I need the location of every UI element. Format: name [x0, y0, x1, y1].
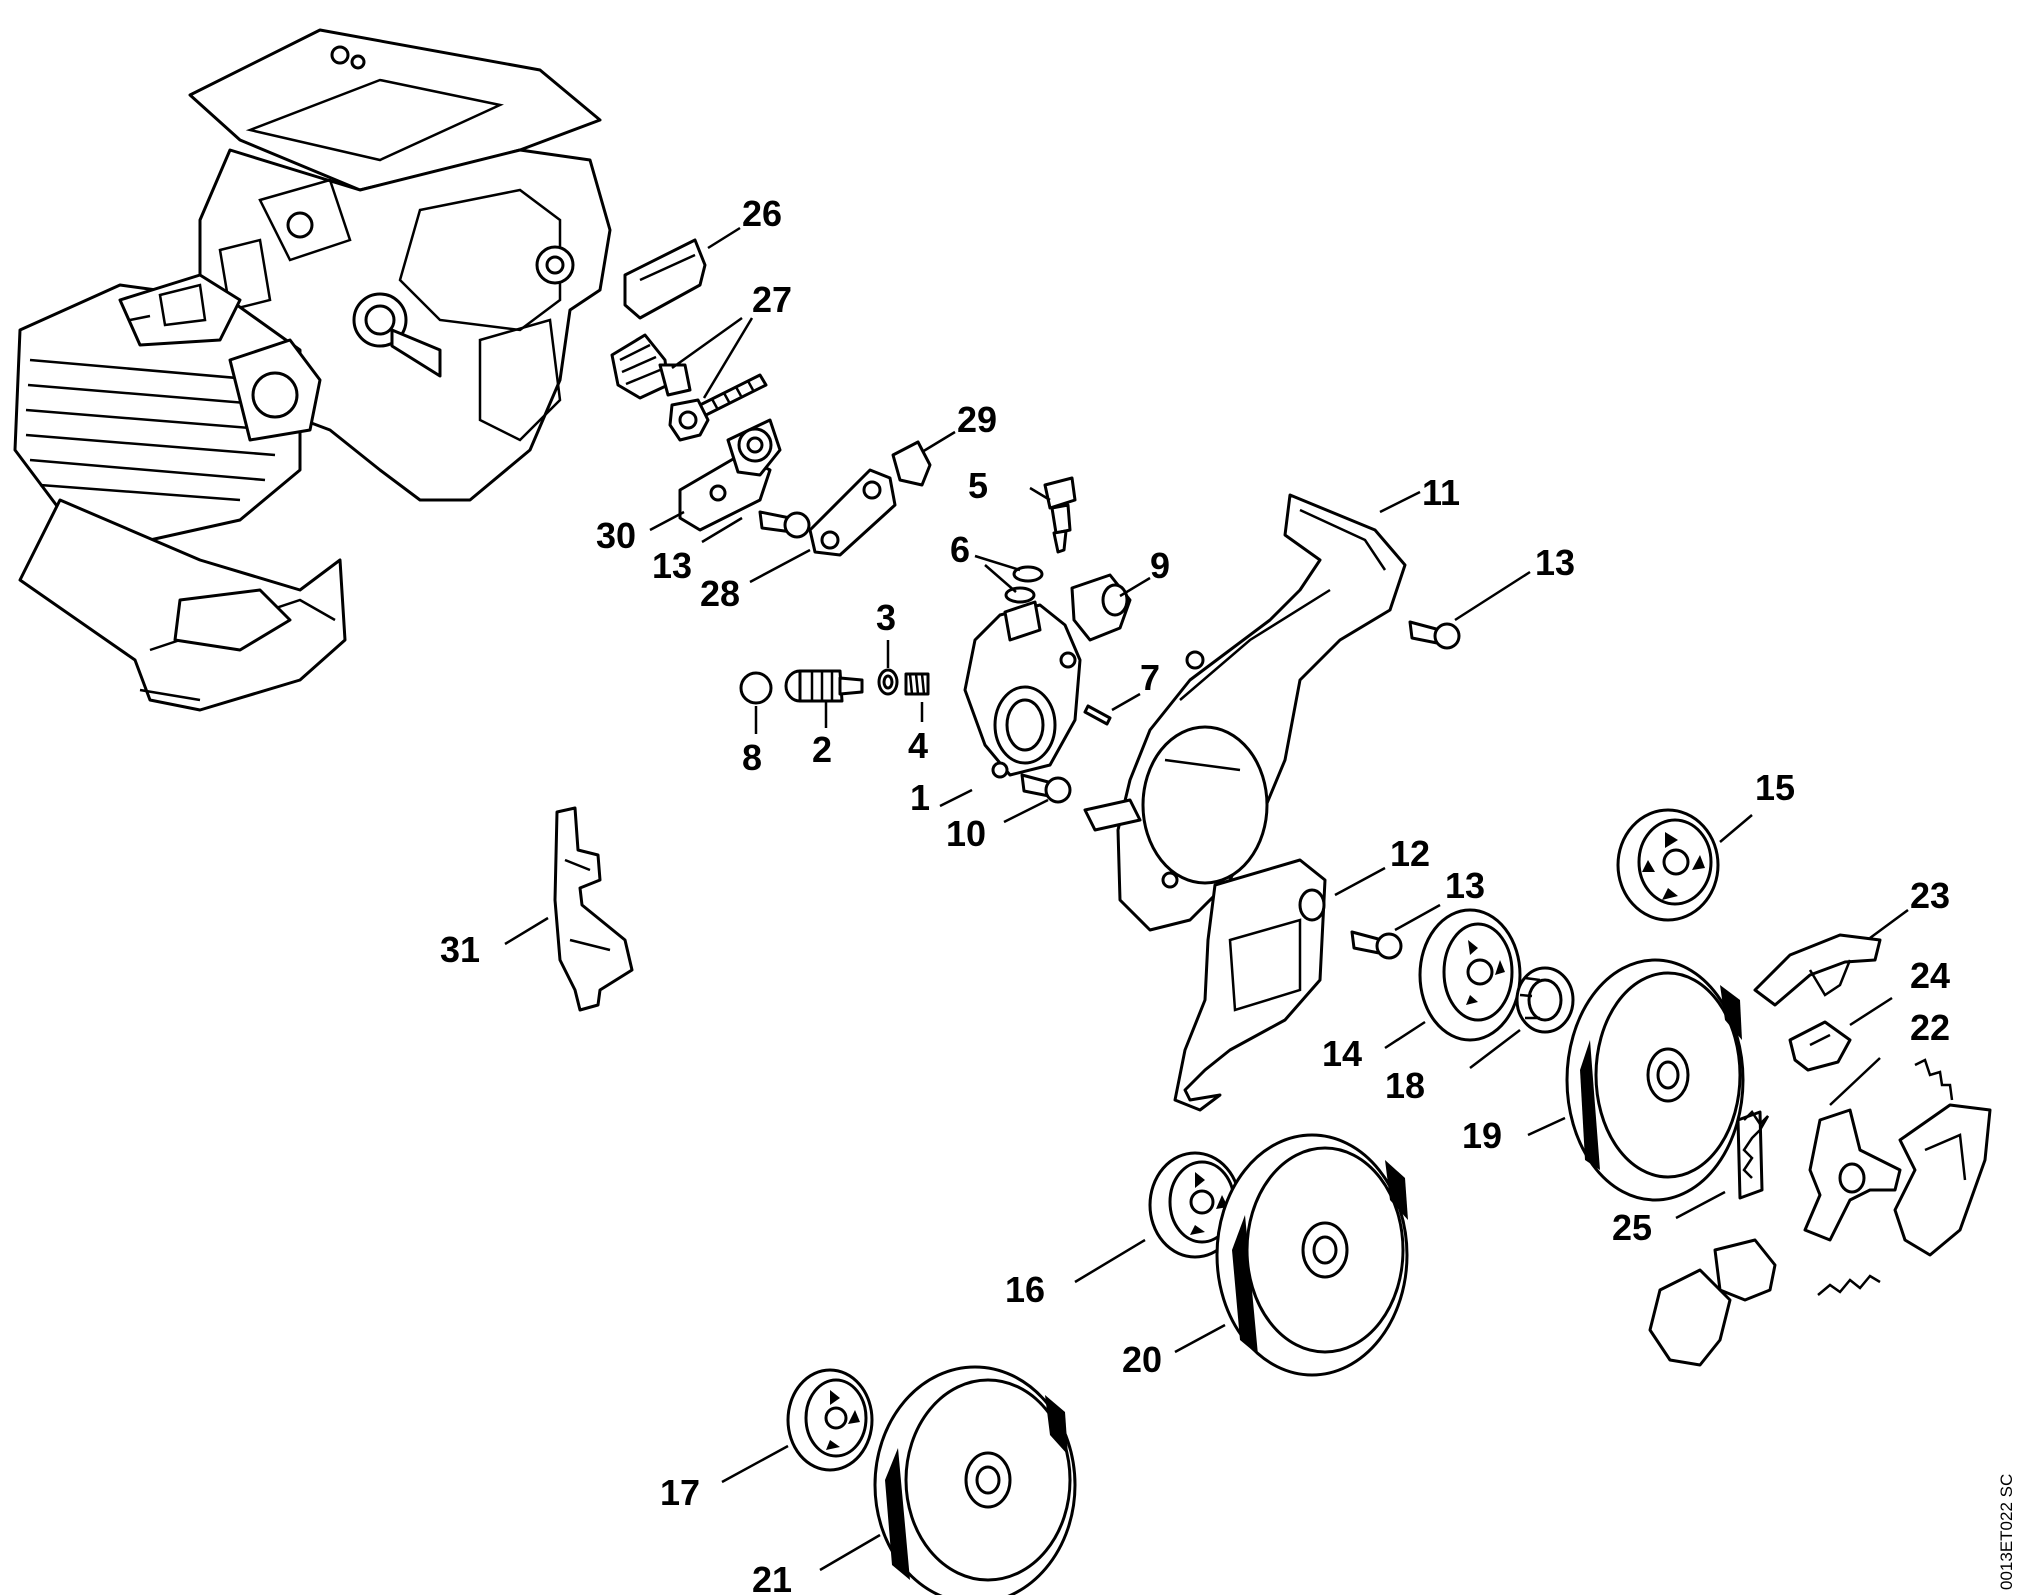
part-31-bumper-spike [553, 806, 634, 1012]
part-8-plug [739, 671, 773, 705]
part-1-oil-pump [963, 600, 1082, 779]
callout-22: 22 [1910, 1007, 1950, 1048]
callout-10: 10 [946, 813, 986, 854]
part-27-worm-gear [610, 333, 768, 442]
callout-13-lower: 13 [1445, 865, 1485, 906]
callout-14: 14 [1322, 1033, 1362, 1074]
callout-27: 27 [752, 279, 792, 320]
clutch-spring-top [1914, 1058, 1954, 1101]
part-13-screw-left [758, 510, 811, 539]
callout-8: 8 [742, 737, 762, 778]
callout-15: 15 [1755, 767, 1795, 808]
callout-5: 5 [968, 465, 988, 506]
drawing-code: 0013ET022 SC [1997, 1474, 2016, 1590]
part-28-link-plate [808, 468, 897, 557]
part-24-clip [1788, 1020, 1852, 1072]
callout-labels: 26 27 29 5 30 6 9 13 28 3 7 8 2 4 1 10 1… [440, 193, 1950, 1595]
callout-2: 2 [812, 729, 832, 770]
part-15-rim-sprocket [1616, 808, 1720, 922]
part-7-pin [1083, 704, 1112, 726]
part-29-clip [891, 440, 932, 487]
part-21-clutch-drum [873, 1365, 1077, 1595]
callout-30: 30 [596, 515, 636, 556]
part-10-screw [1020, 773, 1072, 804]
part-22-clutch-carrier [1648, 1103, 1992, 1367]
callout-29: 29 [957, 399, 997, 440]
part-4-spring [904, 672, 930, 696]
part-30-bracket [678, 418, 782, 532]
part-23-clutch-shoe [1753, 933, 1882, 1007]
callout-6: 6 [950, 529, 970, 570]
part-13-screw-lower [1350, 930, 1403, 960]
part-20-clutch-drum [1215, 1133, 1409, 1377]
callout-20: 20 [1122, 1339, 1162, 1380]
part-2-spindle [784, 669, 864, 703]
callout-23: 23 [1910, 875, 1950, 916]
part-5-valve [1043, 476, 1077, 554]
callout-16: 16 [1005, 1269, 1045, 1310]
callout-12: 12 [1390, 833, 1430, 874]
callout-13-right: 13 [1535, 542, 1575, 583]
callout-3: 3 [876, 597, 896, 638]
callout-7: 7 [1140, 657, 1160, 698]
callout-24: 24 [1910, 955, 1950, 996]
callout-28: 28 [700, 573, 740, 614]
part-3-washer [877, 668, 899, 696]
callout-26: 26 [742, 193, 782, 234]
callout-21: 21 [752, 1559, 792, 1595]
callout-9: 9 [1150, 545, 1170, 586]
part-13-screw-right [1408, 620, 1461, 650]
part-17-rim-sprocket [786, 1368, 874, 1472]
callout-17: 17 [660, 1472, 700, 1513]
callout-13-left: 13 [652, 545, 692, 586]
callout-19: 19 [1462, 1115, 1502, 1156]
callout-25: 25 [1612, 1207, 1652, 1248]
callout-4: 4 [908, 725, 928, 766]
callout-1: 1 [910, 777, 930, 818]
part-19-clutch-drum [1565, 958, 1745, 1202]
engine-housing [13, 28, 612, 712]
part-14-clutch-drum [1418, 908, 1522, 1042]
part-12-chain-guard [1173, 858, 1327, 1112]
part-11-sprocket-cover [1083, 493, 1407, 932]
part-18-needle-bearing [1515, 966, 1575, 1034]
clutch-spring-bottom [1817, 1274, 1881, 1296]
part-26-wedge [623, 238, 707, 320]
part-9-cap [1070, 573, 1132, 642]
part-6-o-rings [1004, 565, 1044, 604]
leader-lines [504, 226, 1909, 1572]
part-25-spring [1736, 1110, 1770, 1200]
callout-31: 31 [440, 929, 480, 970]
callout-18: 18 [1385, 1065, 1425, 1106]
callout-11: 11 [1422, 472, 1460, 513]
